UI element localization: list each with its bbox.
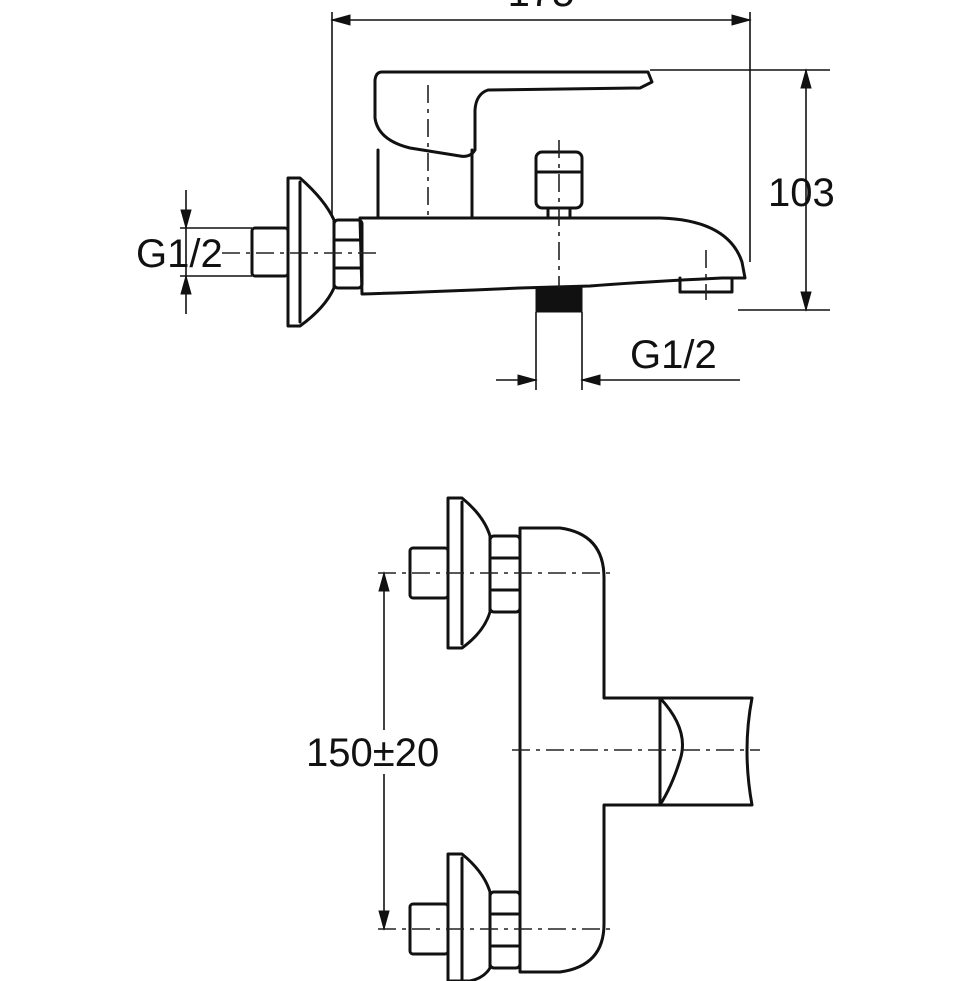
- height-dimension: 103: [650, 68, 835, 312]
- inlet-spacing-dimension: 150±20: [300, 571, 470, 931]
- outlet-thread-label: G1/2: [630, 333, 717, 377]
- lower-inlet: [378, 852, 612, 981]
- spout-body: [358, 216, 747, 296]
- lever-handle: [373, 70, 654, 158]
- upper-inlet: [378, 496, 612, 650]
- inlet-spacing-label: 150±20: [306, 731, 439, 775]
- front-view: 150±20: [300, 496, 760, 981]
- diverter-knob: [534, 140, 584, 300]
- cartridge-body: [376, 148, 474, 220]
- wall-flange: [286, 176, 336, 328]
- overall-length-dimension: 175: [330, 0, 752, 262]
- union-nut: [332, 218, 364, 290]
- shower-outlet: [535, 287, 583, 313]
- front-handle: [658, 696, 754, 807]
- height-label: 103: [768, 171, 835, 215]
- overall-length-label: 175: [508, 0, 575, 15]
- inlet-connector: [250, 226, 290, 278]
- inlet-thread-dimension: G1/2: [136, 190, 252, 314]
- side-view: 175 103: [136, 0, 835, 390]
- inlet-thread-label: G1/2: [136, 232, 223, 276]
- outlet-thread-dimension: G1/2: [496, 312, 740, 390]
